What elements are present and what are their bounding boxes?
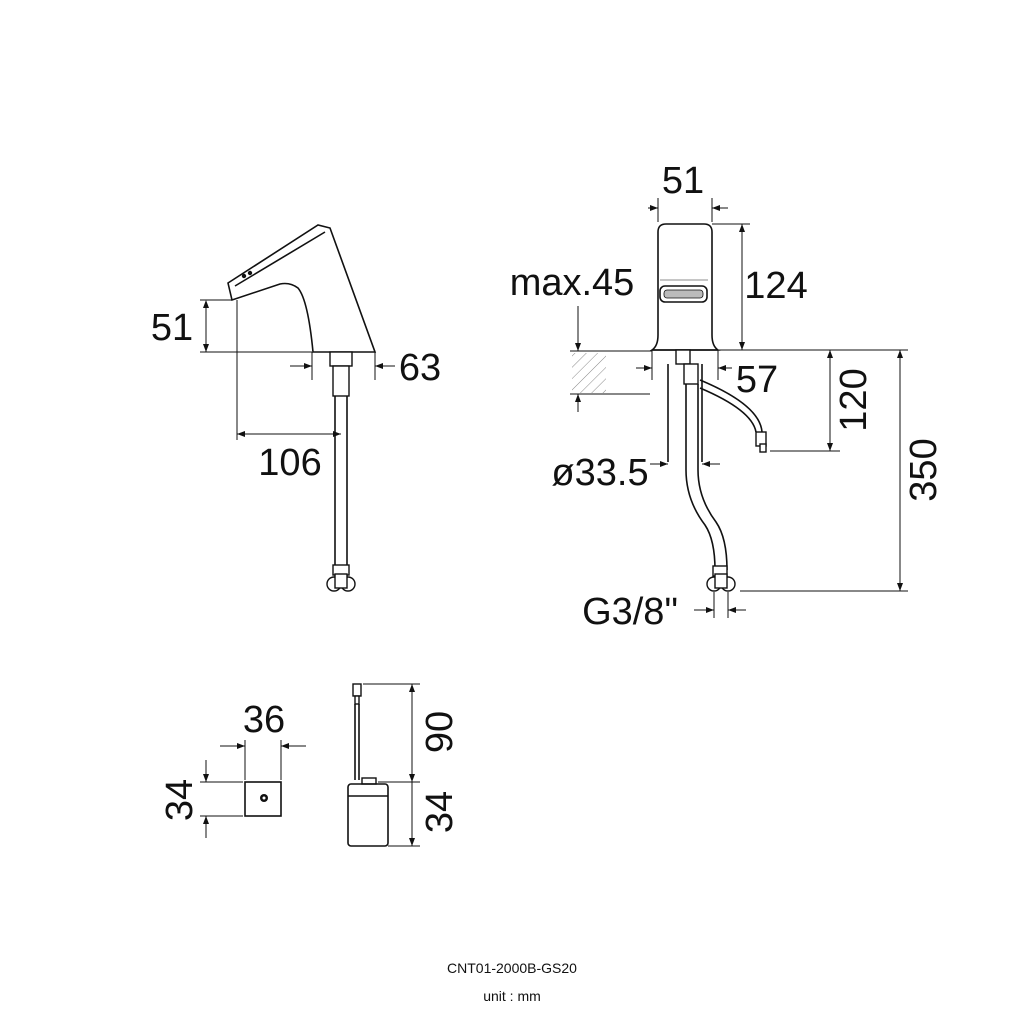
sensor-box-width-label: 36	[243, 699, 285, 741]
sensor-cable	[699, 379, 763, 433]
faucet-side-outline	[227, 224, 377, 353]
sensor-box-top	[244, 781, 282, 817]
sensor-box-side-view: 90 34	[347, 683, 461, 847]
unit-note: unit : mm	[483, 988, 541, 1004]
side-view: 51 63 106	[151, 224, 441, 592]
top-width-label: 51	[662, 160, 704, 202]
side-base-width-label: 63	[399, 347, 441, 389]
deck-thickness-label: max.45	[510, 262, 635, 304]
sensor-box-depth-label: 34	[159, 779, 201, 821]
side-hose-fitting	[332, 365, 350, 397]
model-number: CNT01-2000B-GS20	[447, 960, 577, 976]
front-base-width-label: 57	[736, 359, 778, 401]
deck-hatch	[572, 353, 606, 393]
faucet-front-outline	[649, 223, 721, 351]
total-length-label: 350	[903, 438, 945, 501]
reach-label: 106	[258, 442, 321, 484]
hole-diameter-label: ø33.5	[551, 452, 648, 494]
body-height-label: 124	[744, 265, 807, 307]
spout-height-label: 51	[151, 307, 193, 349]
sensor-total-height-label: 90	[419, 711, 461, 753]
cable-length-label: 120	[833, 368, 875, 431]
front-view: 51 124 max.45 57 120 350	[510, 160, 945, 633]
sensor-box-top-view: 36 34	[159, 699, 306, 838]
sensor-box-height-label: 34	[419, 791, 461, 833]
connection-label: G3/8"	[582, 591, 678, 633]
sensor-box-side	[347, 783, 389, 847]
